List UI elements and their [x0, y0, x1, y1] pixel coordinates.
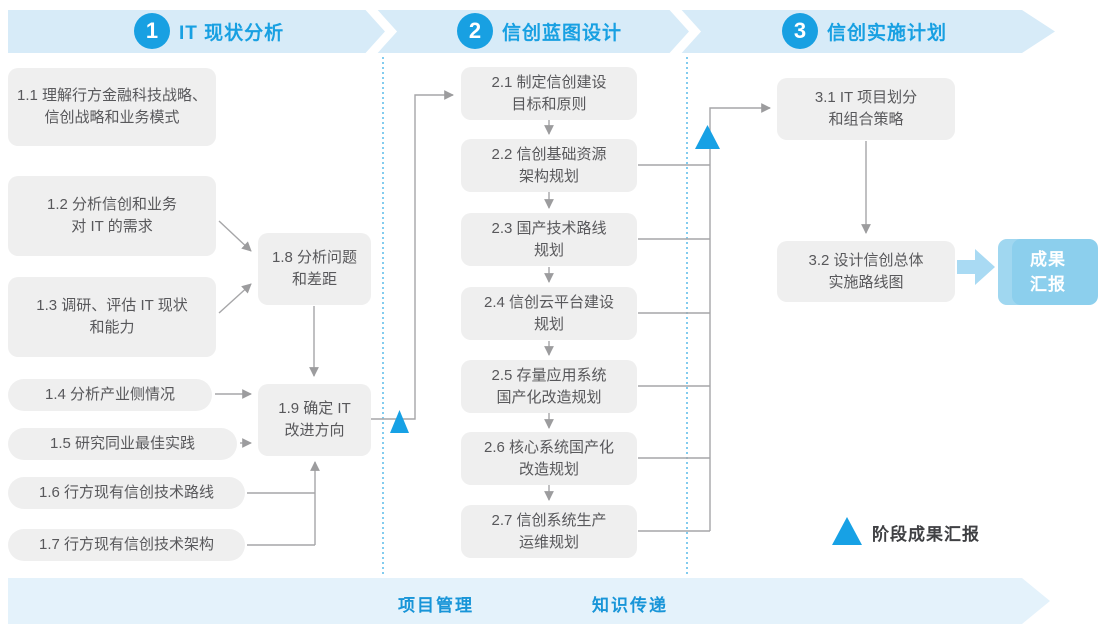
step-box-1-5: 1.5 研究同业最佳实践	[8, 428, 237, 460]
step-box-1-6: 1.6 行方现有信创技术路线	[8, 477, 245, 509]
step-box-1-4: 1.4 分析产业侧情况	[8, 379, 212, 411]
legend-triangle-icon	[832, 517, 862, 545]
step-box-1-1: 1.1 理解行方金融科技战略、 信创战略和业务模式	[8, 68, 216, 146]
step-box-2-3: 2.3 国产技术路线 规划	[461, 213, 637, 266]
phase-title: 信创实施计划	[827, 22, 948, 44]
legend-label: 阶段成果汇报	[872, 525, 980, 544]
step-box-2-5: 2.5 存量应用系统 国产化改造规划	[461, 360, 637, 413]
step-box-1-2: 1.2 分析信创和业务 对 IT 的需求	[8, 176, 216, 256]
phase-header-2: 2 信创蓝图设计	[457, 13, 622, 49]
step-box-2-7: 2.7 信创系统生产 运维规划	[461, 505, 637, 558]
connector-19-to-21	[371, 90, 454, 420]
step-box-3-2: 3.2 设计信创总体 实施路线图	[777, 241, 955, 302]
phase-number-badge: 1	[134, 13, 170, 49]
connector-13-to-18	[218, 283, 252, 314]
step-box-2-2: 2.2 信创基础资源 架构规划	[461, 139, 637, 192]
step-box-1-8: 1.8 分析问题 和差距	[258, 233, 371, 305]
connector-collector-to-31	[709, 103, 771, 531]
phase-number-badge: 2	[457, 13, 493, 49]
phase-header-3: 3 信创实施计划	[782, 13, 947, 49]
footer-band	[8, 578, 1050, 624]
step-box-2-1: 2.1 制定信创建设 目标和原则	[461, 67, 637, 120]
step-box-2-6: 2.6 核心系统国产化 改造规划	[461, 432, 637, 485]
connector-group	[215, 90, 871, 546]
phase-title: 信创蓝图设计	[502, 22, 623, 44]
step-box-3-1: 3.1 IT 项目划分 和组合策略	[777, 78, 955, 140]
footer-item-project-management: 项目管理	[398, 596, 474, 615]
phase-band-chevron-2-icon	[668, 2, 702, 61]
connector-12-to-18	[218, 220, 252, 252]
result-report-box: 成果 汇报	[998, 239, 1098, 305]
step-box-1-9: 1.9 确定 IT 改进方向	[258, 384, 371, 456]
phase-number-badge: 3	[782, 13, 818, 49]
milestone-triangle-phase1-icon	[390, 410, 409, 433]
footer-item-knowledge-transfer: 知识传递	[592, 596, 668, 615]
phase-header-1: 1 IT 现状分析	[134, 13, 284, 49]
step-box-1-7: 1.7 行方现有信创技术架构	[8, 529, 245, 561]
step-box-2-4: 2.4 信创云平台建设 规划	[461, 287, 637, 340]
phase-band-chevron-1-icon	[364, 2, 398, 61]
step-box-1-3: 1.3 调研、评估 IT 现状 和能力	[8, 277, 216, 357]
phase-title: IT 现状分析	[179, 22, 285, 44]
milestone-triangle-phase2-icon	[695, 125, 720, 149]
result-arrow-icon	[957, 249, 995, 285]
